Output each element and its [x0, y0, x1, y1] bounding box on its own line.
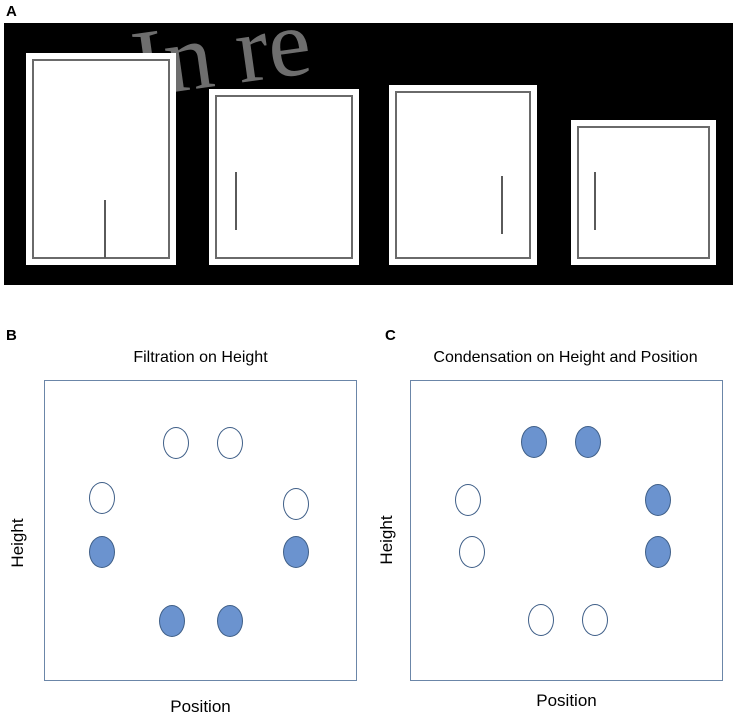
panel-c-plot — [410, 380, 723, 681]
panel-b-xlabel: Position — [170, 697, 231, 716]
stimulus-frame-1-border — [32, 59, 170, 259]
panel-b-plot — [44, 380, 357, 681]
stimulus-frame-2-border — [215, 95, 353, 259]
panel-c-title: Condensation on Height and Position — [433, 349, 698, 366]
panel-c-letter: C — [385, 327, 396, 344]
stimulus-frame-3-border — [395, 91, 531, 259]
panel-b-title: Filtration on Height — [133, 349, 268, 366]
panel-b-oval-6 — [283, 536, 309, 568]
panel-c-oval-4 — [645, 484, 671, 516]
panel-b-oval-2 — [217, 427, 243, 459]
panel-c-oval-2 — [575, 426, 601, 458]
panel-c-ylabel: Height — [377, 515, 396, 565]
stimulus-frame-2 — [209, 89, 359, 265]
panel-b-oval-3 — [89, 482, 115, 514]
panel-b-ylabel: Height — [8, 518, 27, 568]
panel-c-oval-1 — [521, 426, 547, 458]
panel-a-letter: A — [6, 3, 17, 20]
stimulus-rod-3 — [501, 176, 503, 234]
panel-b-oval-5 — [89, 536, 115, 568]
panel-c-oval-6 — [645, 536, 671, 568]
panel-b-oval-4 — [283, 488, 309, 520]
panel-b-oval-8 — [217, 605, 243, 637]
panel-c-oval-5 — [459, 536, 485, 568]
panel-c-oval-7 — [528, 604, 554, 636]
stimulus-frame-4 — [571, 120, 716, 265]
panel-b-oval-7 — [159, 605, 185, 637]
panel-b-letter: B — [6, 327, 17, 344]
stimulus-frame-1 — [26, 53, 176, 265]
panel-c-oval-3 — [455, 484, 481, 516]
panel-b-oval-1 — [163, 427, 189, 459]
panel-c-xlabel: Position — [536, 691, 597, 710]
stimulus-rod-4 — [594, 172, 596, 230]
panel-c-oval-8 — [582, 604, 608, 636]
stimulus-rod-1 — [104, 200, 106, 258]
stimulus-rod-2 — [235, 172, 237, 230]
stimulus-strip: In re — [4, 23, 733, 285]
stimulus-frame-3 — [389, 85, 537, 265]
stimulus-frame-4-border — [577, 126, 710, 259]
